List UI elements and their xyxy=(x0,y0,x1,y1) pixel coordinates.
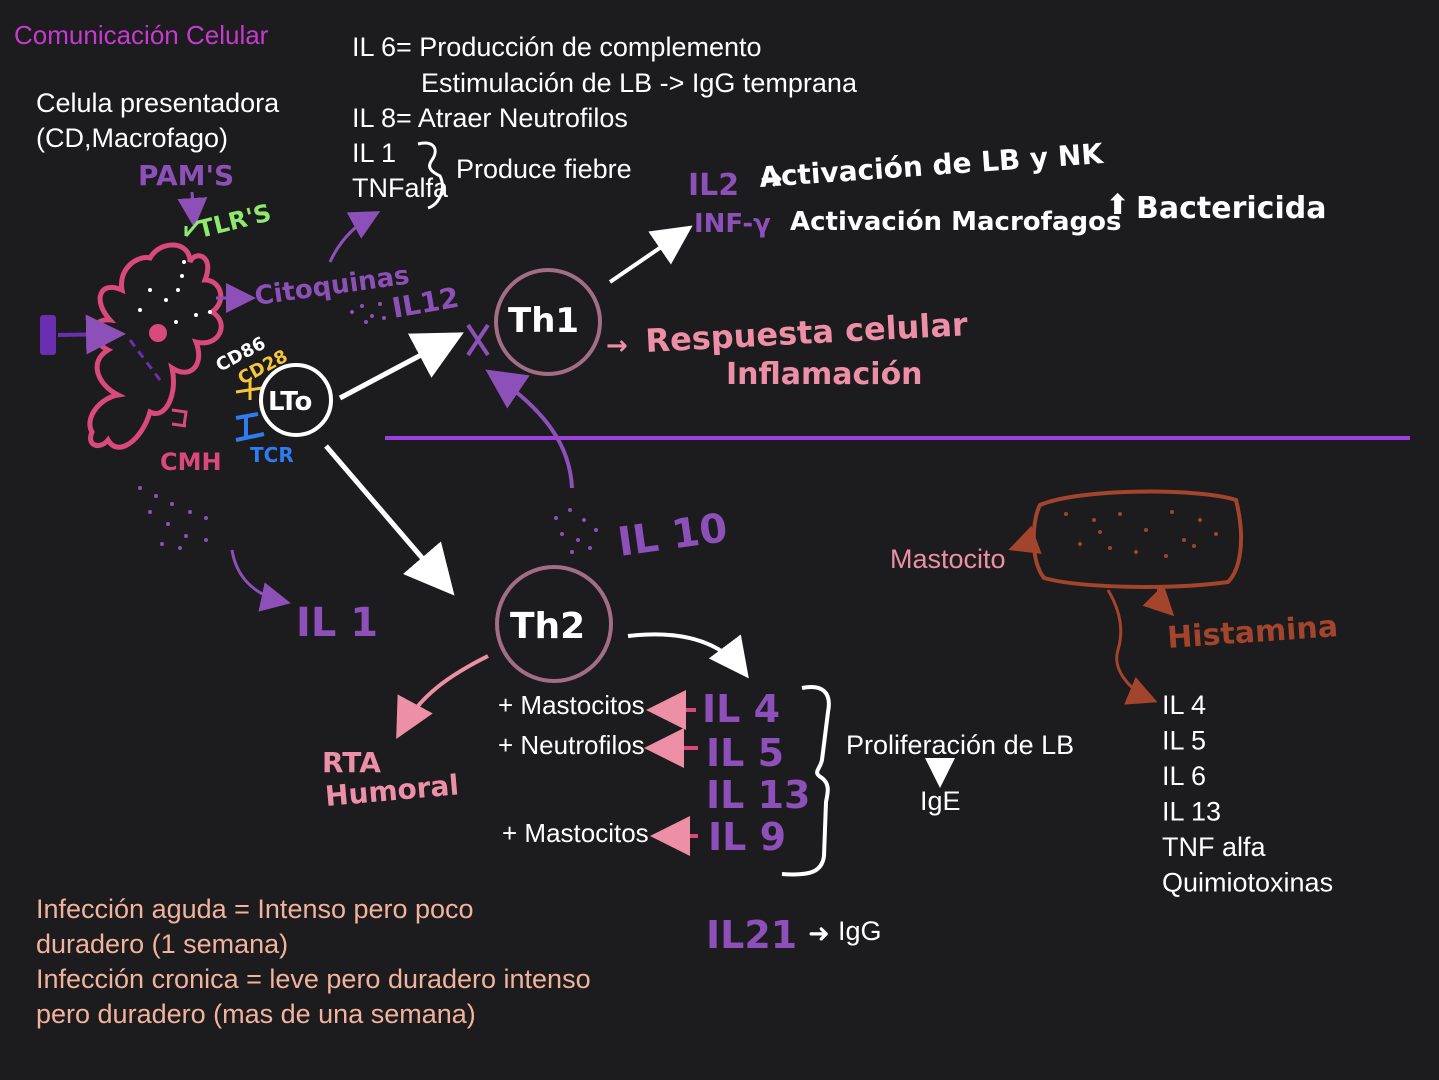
il2-label: IL2 xyxy=(688,168,739,203)
mastocito-label-arrow xyxy=(1008,525,1042,554)
bactericida-label: Bactericida xyxy=(1136,191,1326,226)
th2-label: Th2 xyxy=(510,606,585,647)
mastocito-product-item: TNF alfa xyxy=(1162,832,1267,862)
pams-label: PAM'S xyxy=(138,159,234,192)
mastocito-products-arrow xyxy=(1106,589,1158,705)
tcr-label: TCR xyxy=(250,443,294,467)
il13-label: IL 13 xyxy=(706,773,810,817)
respuesta-celular-label: Respuesta celular xyxy=(644,305,968,360)
il10-inhibition-x-icon xyxy=(466,323,490,357)
th2-cell xyxy=(495,565,613,683)
inflamacion-label: Inflamación xyxy=(726,357,923,392)
mastocito-granules xyxy=(1064,510,1218,558)
il8-line: IL 8= Atraer Neutrofilos xyxy=(352,103,628,133)
mastocito-product-item: IL 13 xyxy=(1162,797,1221,827)
il6-line1: IL 6= Producción de complemento xyxy=(352,32,762,62)
il10-arrow xyxy=(485,369,574,489)
mastocitos-effect-1: + Mastocitos xyxy=(498,690,645,720)
tcr-receptor-icon xyxy=(235,412,265,442)
page-title: Comunicación Celular xyxy=(14,20,269,50)
il21-arrow-icon: ➜ xyxy=(808,919,830,949)
apc-label-line1: Celula presentadora xyxy=(36,88,280,118)
il6-line2: Estimulación de LB -> IgG temprana xyxy=(421,68,858,98)
mastocito-cell xyxy=(1031,489,1243,589)
fiebre-label: Produce fiebre xyxy=(456,154,632,184)
mastocito-product-item: IL 5 xyxy=(1162,726,1206,756)
th1-label: Th1 xyxy=(508,301,579,341)
th2-to-interleukins-arrow xyxy=(627,632,749,679)
il21-label: IL21 xyxy=(706,913,797,957)
rta-label: RTA xyxy=(322,746,381,779)
il1-bottom-label: IL 1 xyxy=(296,600,378,646)
increase-arrow-icon: ⬆ xyxy=(1106,188,1129,221)
il4-label: IL 4 xyxy=(702,687,780,731)
il2-effect-arrow: ➜ xyxy=(760,162,783,195)
fiebre-brace xyxy=(417,141,444,210)
il2-effect: Activación de LB y NK xyxy=(758,137,1105,194)
antigen-icon xyxy=(40,315,56,355)
histamina-arrow xyxy=(1142,584,1175,617)
proliferacion-lb-label: Proliferación de LB xyxy=(846,730,1074,760)
il1-arrow xyxy=(230,549,291,612)
mastocito-product-item: IL 4 xyxy=(1162,690,1206,720)
apc-label-line2: (CD,Macrofago) xyxy=(36,123,228,153)
infg-effect: Activación Macrofagos xyxy=(790,207,1121,237)
apc-vesicles xyxy=(138,260,212,324)
ige-label: IgE xyxy=(920,786,961,816)
cd28-receptor-icon xyxy=(235,380,263,400)
mastocitos-effect-2: + Mastocitos xyxy=(502,818,649,848)
tlrs-label: TLR'S xyxy=(195,199,274,244)
respuesta-arrow-icon: → xyxy=(606,331,628,361)
cmh-receptor-icon xyxy=(171,408,188,428)
il9-label: IL 9 xyxy=(708,815,786,859)
mastocito-product-item: IL 6 xyxy=(1162,761,1206,791)
antigen-arrow xyxy=(57,314,126,355)
note-line-2: duradero (1 semana) xyxy=(36,929,288,959)
histamina-label: Histamina xyxy=(1166,609,1339,656)
mastocito-label: Mastocito xyxy=(890,544,1006,574)
infg-label: INF-γ xyxy=(694,209,771,239)
lto-label: LTo xyxy=(268,387,312,417)
mastocito-product-item: Quimiotoxinas xyxy=(1162,868,1333,898)
note-line-3: Infección cronica = leve pero duradero i… xyxy=(36,964,591,994)
citoquinas-up-arrow xyxy=(328,211,381,263)
tnfalfa-top-label: TNFalfa xyxy=(352,173,449,203)
th1-output-arrow xyxy=(608,225,693,284)
il1-top-label: IL 1 xyxy=(352,138,396,168)
th1-cell xyxy=(494,268,602,376)
neutrofilos-effect: + Neutrofilos xyxy=(498,730,645,760)
interleukins-brace xyxy=(781,685,831,877)
pams-arrow xyxy=(177,191,208,228)
il12-particles xyxy=(350,302,386,324)
antigen-processing-path xyxy=(128,339,162,381)
note-line-1: Infección aguda = Intenso pero poco xyxy=(36,894,474,924)
apc-nucleus xyxy=(149,324,167,342)
th2-to-rta-arrow xyxy=(396,654,489,740)
cmh-label: CMH xyxy=(160,448,222,476)
il5-label: IL 5 xyxy=(706,731,784,775)
lto-to-th1-arrow xyxy=(338,332,464,401)
il10-particles xyxy=(554,508,598,554)
il10-label: IL 10 xyxy=(615,505,730,566)
apc-cell xyxy=(87,242,224,450)
tlr-receptor-icon xyxy=(184,221,200,237)
lto-cell xyxy=(259,363,333,437)
igg-label: IgG xyxy=(838,916,882,946)
note-line-4: pero duradero (mas de una semana) xyxy=(36,999,476,1029)
citoquinas-label: Citoquinas xyxy=(253,261,412,312)
lto-to-th2-arrow xyxy=(324,444,455,596)
il1-particles xyxy=(138,486,208,550)
